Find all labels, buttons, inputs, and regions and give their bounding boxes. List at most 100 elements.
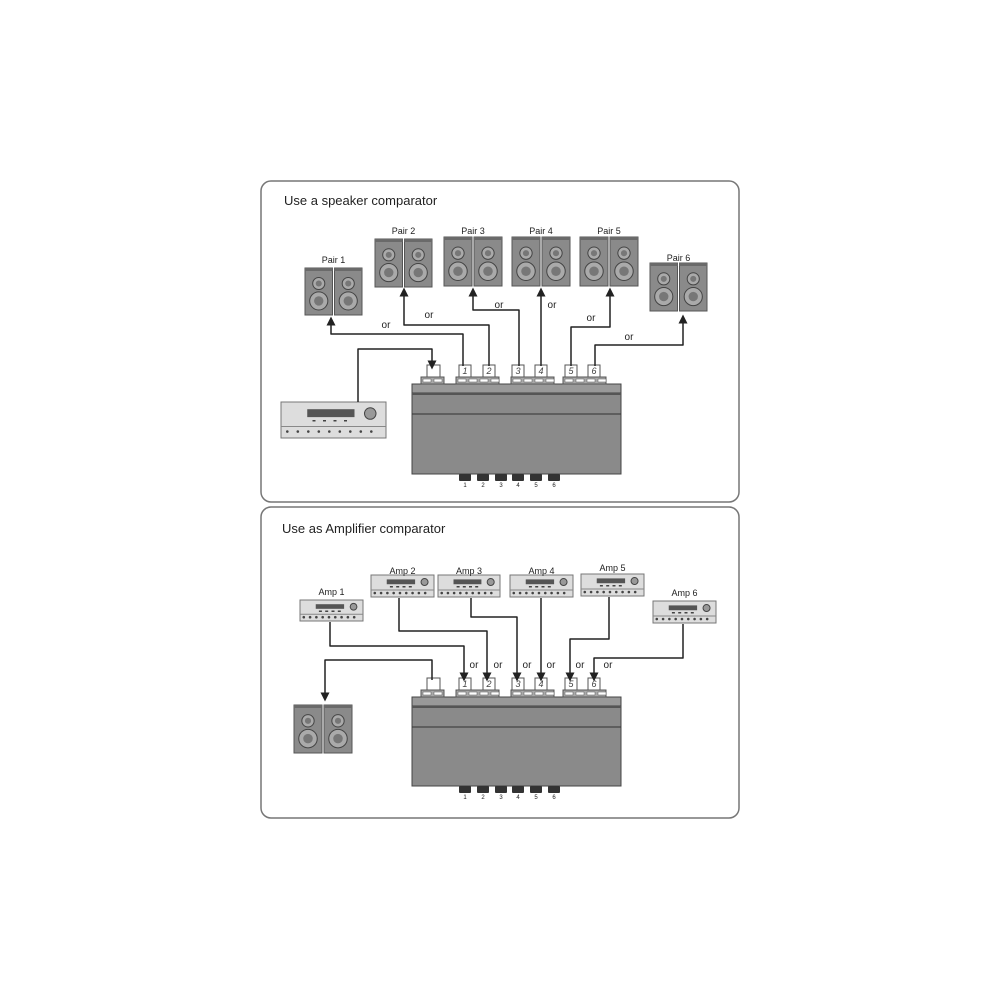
amp-button xyxy=(340,615,343,619)
amp-button xyxy=(408,586,412,588)
terminal-jack xyxy=(422,691,432,696)
port-label-box xyxy=(587,364,601,378)
port-label: 4 xyxy=(538,679,543,689)
amp-button xyxy=(344,420,347,422)
amp-button xyxy=(349,430,352,433)
amp-display xyxy=(386,579,416,585)
common-port-label-box xyxy=(426,677,441,691)
amp-button xyxy=(411,591,414,595)
terminal-jack xyxy=(564,691,574,696)
amp-button xyxy=(537,591,541,595)
woofer-center xyxy=(343,296,353,306)
amp-button xyxy=(315,615,318,619)
amp-button xyxy=(627,590,631,594)
amp-button xyxy=(321,615,324,619)
tweeter-center xyxy=(385,251,392,258)
amp-button xyxy=(338,430,342,433)
amp-display xyxy=(596,578,626,584)
or-label: or xyxy=(547,660,557,671)
speaker-pair-icon xyxy=(443,236,503,287)
amp-label: Amp 3 xyxy=(456,566,482,576)
selector-button xyxy=(459,474,471,481)
terminal-jack xyxy=(564,378,574,383)
or-label: or xyxy=(587,313,597,324)
woofer-center xyxy=(688,291,698,302)
woofer-center xyxy=(521,266,531,277)
amp-button xyxy=(459,591,462,595)
tweeter-center xyxy=(415,251,422,258)
speaker-pair-icon xyxy=(374,238,433,288)
speaker-top xyxy=(580,237,608,240)
selector-number: 6 xyxy=(552,483,556,489)
amplifier-icon xyxy=(580,573,645,597)
signal-wire xyxy=(468,287,520,366)
tweeter-center xyxy=(454,250,462,257)
tweeter-center xyxy=(334,717,342,724)
pair-label: Pair 6 xyxy=(667,253,691,263)
amp-button xyxy=(671,612,675,614)
amp-button xyxy=(599,585,603,587)
tweeter-center xyxy=(315,280,322,287)
terminal-jack xyxy=(468,378,478,383)
selector-number: 4 xyxy=(516,483,520,489)
selector-button xyxy=(530,474,542,481)
amp-button xyxy=(331,610,335,612)
amp-button xyxy=(655,617,659,621)
terminal-jack xyxy=(457,378,467,383)
amp-button xyxy=(302,615,306,619)
selector-number: 6 xyxy=(552,795,556,801)
amp-button xyxy=(346,615,350,619)
volume-knob-icon xyxy=(363,407,377,420)
panel-title: Use a speaker comparator xyxy=(284,193,438,208)
amp-button xyxy=(469,586,472,588)
speaker-top xyxy=(324,705,352,708)
tweeter-center xyxy=(620,250,628,257)
amp-button xyxy=(370,430,373,433)
woofer-center xyxy=(659,291,669,302)
amp-label: Amp 6 xyxy=(671,588,697,598)
selector-button xyxy=(477,786,489,793)
amp-button xyxy=(312,420,316,422)
selector-button xyxy=(548,474,560,481)
pair-label: Pair 5 xyxy=(597,226,621,236)
terminal-jack xyxy=(597,378,607,383)
selector-number: 4 xyxy=(516,795,520,801)
port-label: 2 xyxy=(485,366,491,376)
port-label: 2 xyxy=(485,679,491,689)
signal-wire xyxy=(399,287,490,366)
selector-button xyxy=(512,474,524,481)
amp-button xyxy=(528,586,532,588)
amp-button xyxy=(328,430,331,433)
speaker-top xyxy=(610,237,638,240)
amp-button xyxy=(541,586,545,588)
woofer-center xyxy=(589,266,599,277)
amp-button xyxy=(398,591,402,595)
port-label: 6 xyxy=(591,679,596,689)
pair-label: Pair 2 xyxy=(392,226,416,236)
selector-number: 5 xyxy=(534,795,538,801)
amp-button xyxy=(490,591,493,595)
amp-button xyxy=(389,586,393,588)
amp-button xyxy=(452,591,456,595)
amp-button xyxy=(307,430,310,433)
selector-button xyxy=(530,786,542,793)
amp-button xyxy=(286,430,289,433)
amp-button xyxy=(531,591,534,595)
speaker-top xyxy=(334,268,362,271)
amp-button xyxy=(693,617,696,621)
signal-wire xyxy=(589,624,684,682)
volume-knob-icon xyxy=(702,604,711,613)
tweeter-center xyxy=(304,717,312,724)
speaker-pair-icon xyxy=(579,236,639,287)
amp-button xyxy=(684,612,688,614)
switch-box-top xyxy=(411,696,622,707)
amp-button xyxy=(456,586,460,588)
amp-label: Amp 4 xyxy=(528,566,554,576)
pair-label: Pair 3 xyxy=(461,226,485,236)
amp-button xyxy=(614,590,618,594)
amp-button xyxy=(471,591,475,595)
tweeter-center xyxy=(345,280,352,287)
amp-button xyxy=(423,591,427,595)
speaker-top xyxy=(474,237,502,240)
